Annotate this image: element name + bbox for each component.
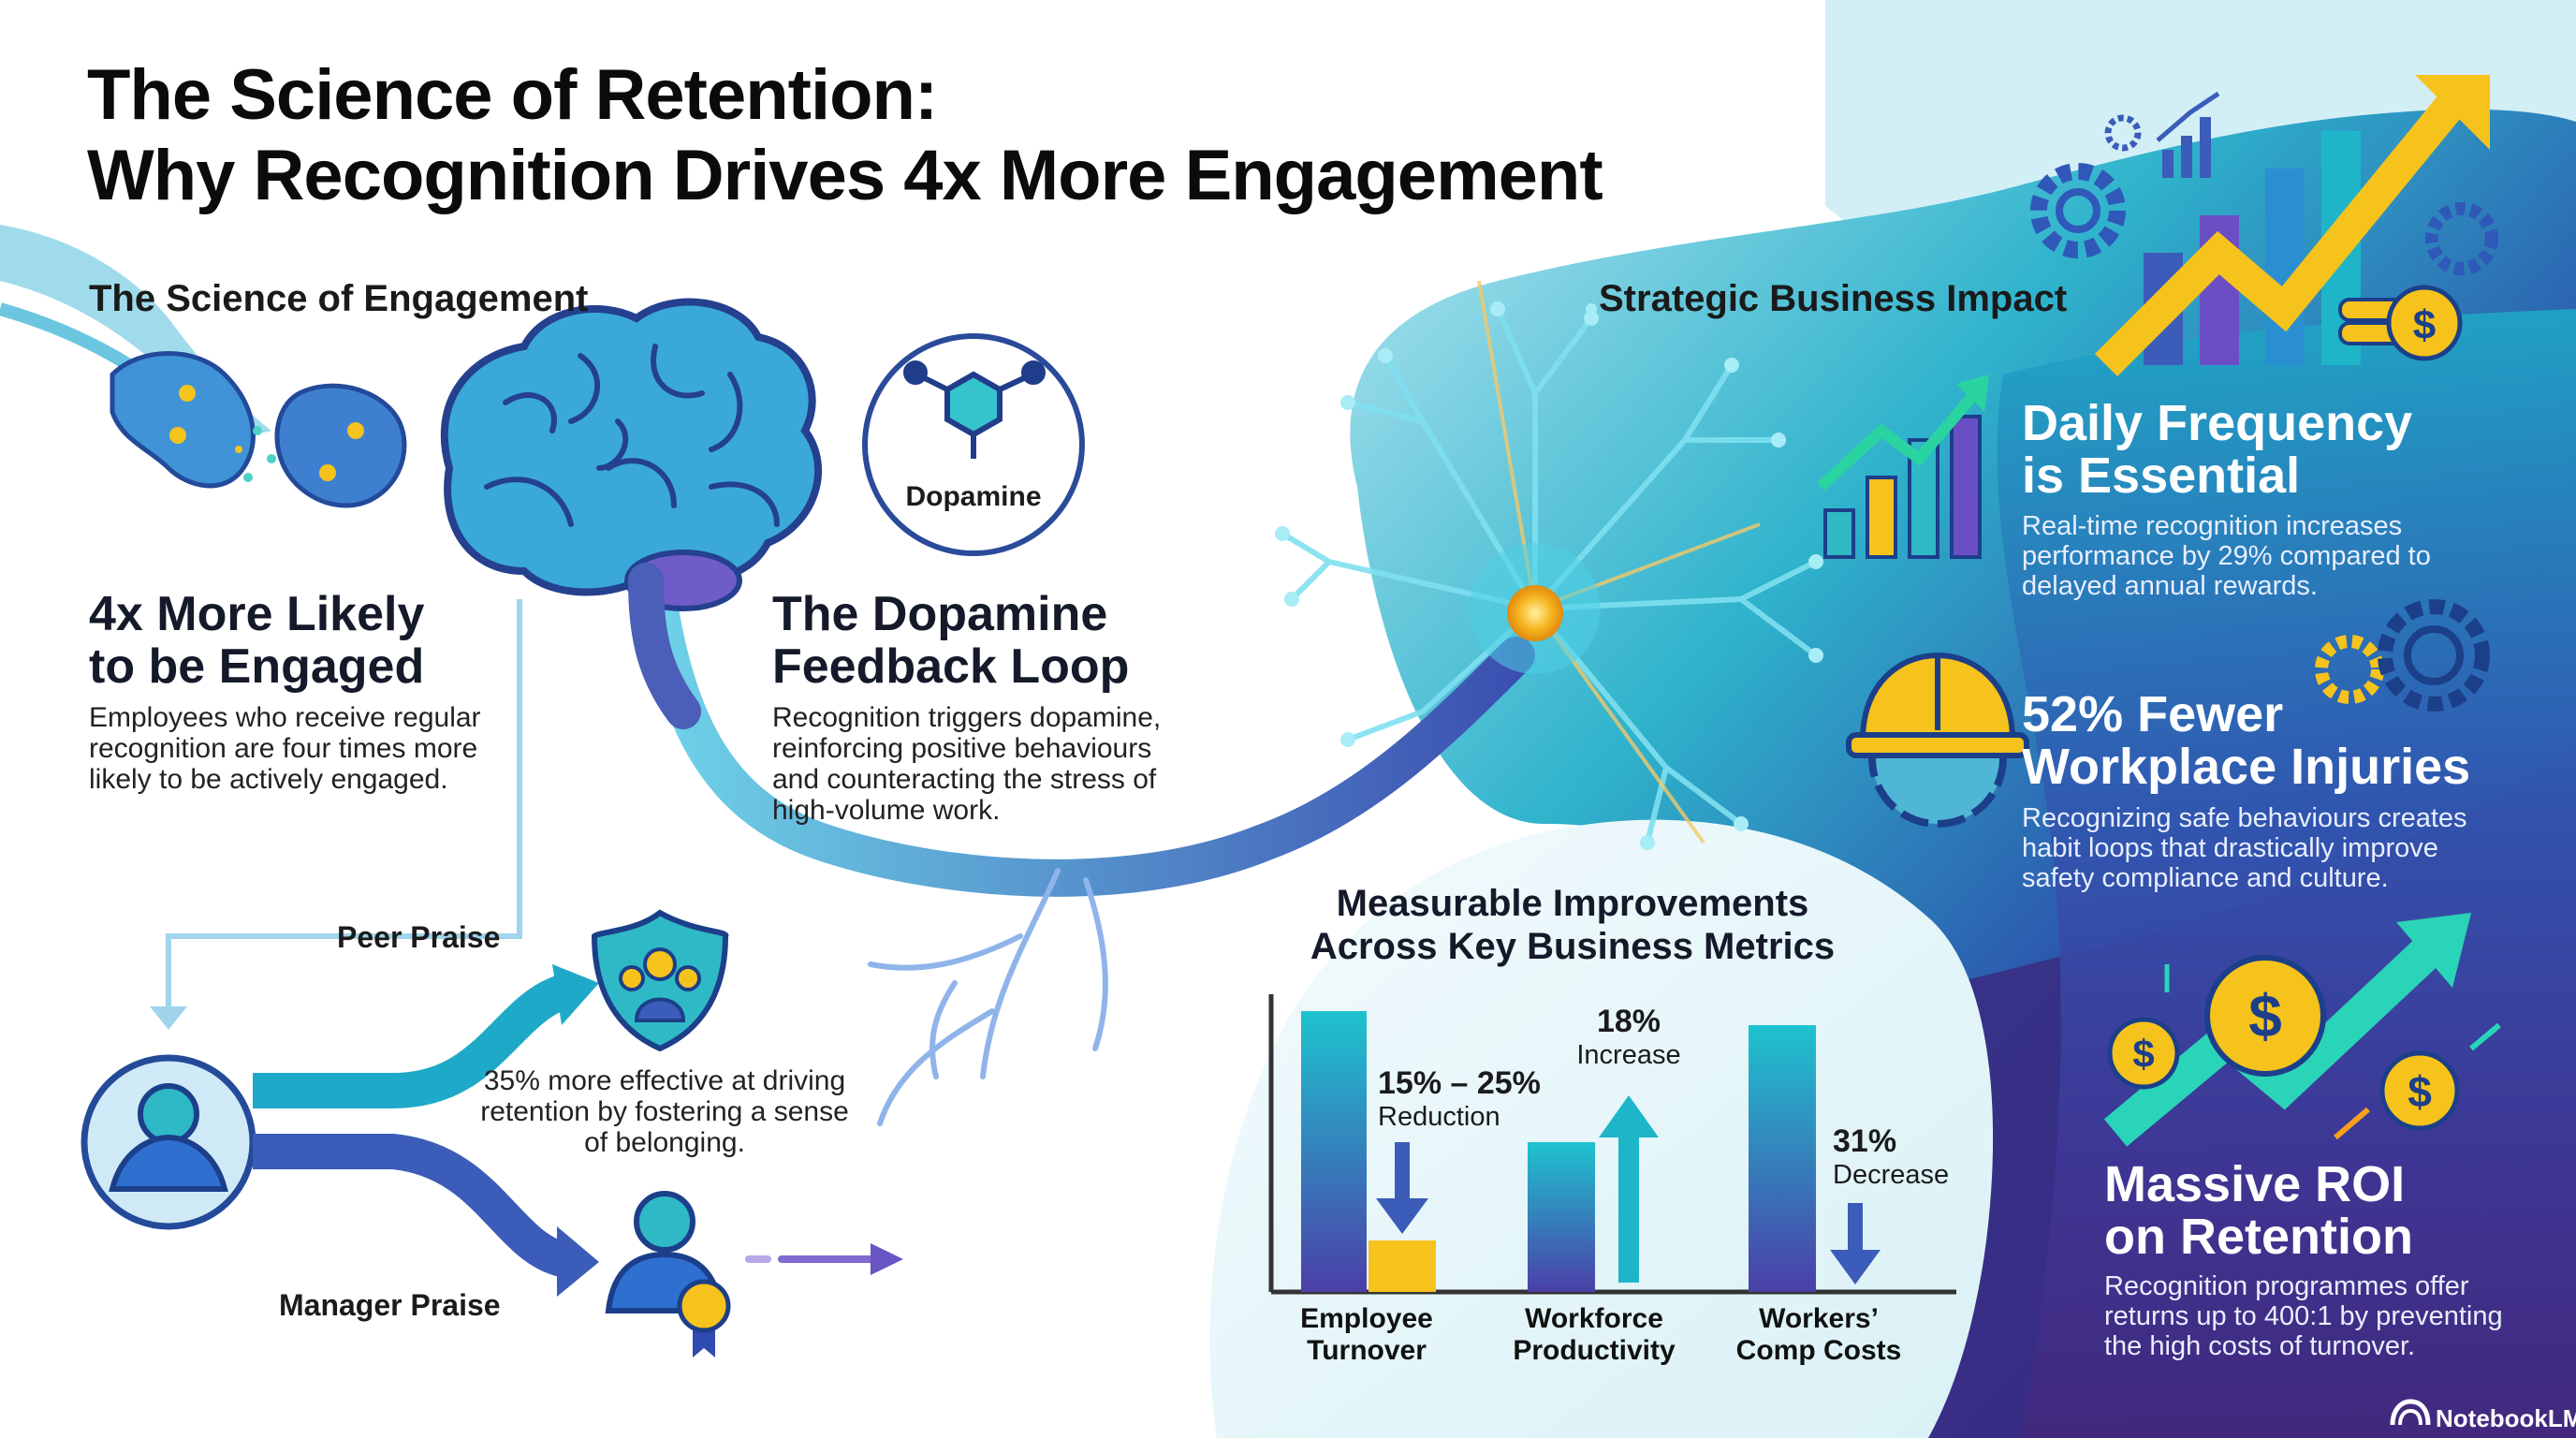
gears-icon — [2315, 599, 2490, 712]
roi-heading: Massive ROI on Retention — [2104, 1158, 2554, 1263]
metrics-title-line-1: Measurable Improvements — [1336, 883, 1809, 924]
injuries-body: Recognizing safe behaviours creates habi… — [2022, 803, 2467, 893]
mini-bar-chart-icon — [2156, 91, 2220, 178]
manager-arrow — [253, 1134, 567, 1277]
productivity-label-line-1: Workforce — [1525, 1303, 1663, 1334]
dopamine-badge-label: Dopamine — [905, 481, 1042, 512]
brain-illustration — [440, 298, 823, 729]
roi-heading-line-2: on Retention — [2104, 1209, 2413, 1265]
comp-label-line-1: Workers’ — [1759, 1303, 1879, 1334]
comp-value: 31% — [1833, 1123, 1897, 1159]
dopamine-molecule-icon — [903, 360, 1046, 459]
productivity-value: 18% — [1596, 1004, 1661, 1039]
nerve-roots — [868, 868, 1108, 1126]
dopamine-heading-line-2: Feedback Loop — [772, 639, 1130, 694]
turnover-value-group: 15% – 25% Reduction — [1378, 1065, 1541, 1133]
productivity-label-line-2: Productivity — [1513, 1335, 1676, 1366]
engaged-heading: 4x More Likely to be Engaged — [89, 588, 576, 693]
daily-heading-line-1: Daily Frequency — [2022, 395, 2413, 451]
dollar-small-icon: $ — [2132, 1032, 2154, 1076]
dollar-icon: $ — [2248, 982, 2282, 1049]
comp-label: Workers’ Comp Costs — [1720, 1303, 1917, 1367]
productivity-value-group: 18% Increase — [1554, 1004, 1704, 1071]
turnover-label-line-1: Employee — [1300, 1303, 1433, 1334]
engaged-heading-line-2: to be Engaged — [89, 639, 425, 694]
footer-brand: NotebookLM — [2436, 1404, 2576, 1432]
nerve-stream — [637, 562, 1535, 897]
bar-turnover-reduced — [1368, 1240, 1436, 1292]
coin-stack-icon — [2338, 285, 2463, 361]
manager-award-icon — [605, 1191, 731, 1357]
gear-icon — [2030, 163, 2126, 258]
neuron-illustration — [1275, 280, 1823, 850]
connector-arrowhead — [150, 1006, 187, 1030]
arrow-up-productivity — [1599, 1095, 1659, 1137]
bar-employee-turnover — [1301, 1011, 1367, 1292]
productivity-label: Workforce Productivity — [1496, 1303, 1692, 1367]
daily-heading-line-2: is Essential — [2022, 448, 2301, 504]
turnover-label: Employee Turnover — [1273, 1303, 1460, 1367]
notebooklm-logo-icon — [2390, 1399, 2431, 1426]
daily-heading: Daily Frequency is Essential — [2022, 397, 2546, 502]
turnover-value: 15% – 25% — [1378, 1065, 1541, 1101]
synapse-illustration — [110, 351, 407, 508]
title-line-1: The Science of Retention: — [87, 55, 938, 135]
bar-growth-icon — [1816, 374, 1989, 559]
productivity-sub: Increase — [1576, 1040, 1681, 1070]
daily-body: Real-time recognition increases performa… — [2022, 511, 2431, 601]
dopamine-heading-line-1: The Dopamine — [772, 587, 1108, 641]
comp-label-line-2: Comp Costs — [1735, 1335, 1902, 1366]
peer-arrow — [253, 975, 569, 1108]
title-line-2: Why Recognition Drives 4x More Engagemen… — [87, 136, 1603, 215]
injuries-heading-line-2: Workplace Injuries — [2022, 739, 2471, 795]
dopamine-heading: The Dopamine Feedback Loop — [772, 588, 1296, 693]
comp-sub: Decrease — [1833, 1160, 1950, 1190]
team-shield-icon — [591, 909, 729, 1052]
bar-comp-costs — [1749, 1025, 1816, 1292]
motion-arrow — [745, 1243, 903, 1275]
peer-praise-body: 35% more effective at driving retention … — [480, 1065, 849, 1158]
turnover-sub: Reduction — [1378, 1102, 1500, 1132]
engaged-heading-line-1: 4x More Likely — [89, 587, 425, 641]
connector-line — [166, 599, 522, 1011]
dollar-right-icon: $ — [2408, 1067, 2432, 1116]
dopamine-body: Recognition triggers dopamine, reinforci… — [772, 702, 1162, 826]
roi-heading-line-1: Massive ROI — [2104, 1156, 2406, 1212]
safety-helmet-icon — [1846, 652, 2029, 828]
bar-workforce-productivity — [1528, 1142, 1595, 1292]
growth-chart-illustration — [2094, 75, 2490, 377]
impact-panel — [1997, 309, 2576, 1438]
metrics-chart — [1268, 994, 1956, 1295]
injuries-heading: 52% Fewer Workplace Injuries — [2022, 688, 2546, 793]
peer-praise-label: Peer Praise — [337, 920, 501, 954]
metrics-title: Measurable Improvements Across Key Busin… — [1217, 882, 1928, 968]
coin-dollar-icon: $ — [2413, 302, 2436, 348]
impact-section-title: Strategic Business Impact — [1599, 278, 2068, 319]
metrics-title-line-2: Across Key Business Metrics — [1310, 926, 1836, 967]
arrow-down-turnover — [1376, 1198, 1428, 1234]
money-growth-icon — [2103, 913, 2501, 1147]
person-icon — [109, 1083, 228, 1192]
gear-right-icon — [2425, 202, 2498, 275]
injuries-heading-line-1: 52% Fewer — [2022, 686, 2284, 742]
roi-body: Recognition programmes offer returns up … — [2104, 1271, 2503, 1361]
manager-praise-label: Manager Praise — [279, 1288, 501, 1322]
arrow-down-comp — [1830, 1250, 1881, 1284]
comp-value-group: 31% Decrease — [1833, 1123, 1949, 1191]
engaged-body: Employees who receive regular recognitio… — [89, 702, 481, 795]
small-gear-icon — [2104, 114, 2142, 152]
turnover-label-line-2: Turnover — [1307, 1335, 1427, 1366]
science-section-title: The Science of Engagement — [89, 278, 589, 319]
